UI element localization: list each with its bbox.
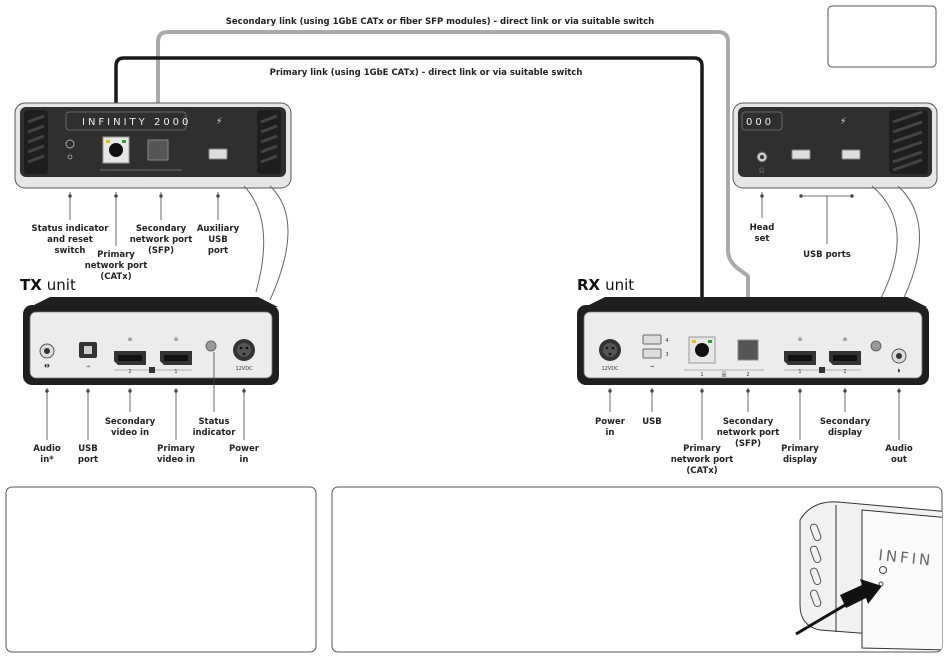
svg-text:3: 3 — [665, 352, 668, 358]
svg-text:⊜: ⊜ — [798, 337, 802, 343]
svg-text:2: 2 — [128, 369, 131, 375]
tx-status-indicator — [205, 340, 217, 352]
svg-text:⇝: ⇝ — [849, 166, 853, 172]
rx-usb-port-3 — [642, 348, 662, 359]
svg-text:4: 4 — [665, 338, 668, 344]
tx-brand-text: INFINITY 2000 — [82, 117, 191, 128]
primary-link-label: Primary link (using 1GbE CATx) - direct … — [270, 68, 583, 78]
rx-usb-ports-label: USB ports — [803, 250, 851, 260]
svg-text:🎧: 🎧 — [759, 167, 765, 174]
svg-text:12VDC: 12VDC — [235, 366, 253, 372]
svg-text:12VDC: 12VDC — [601, 366, 619, 372]
svg-text:⊜: ⊜ — [128, 337, 132, 343]
svg-text:2: 2 — [156, 172, 159, 178]
tx-usb-icon: ⇝ — [216, 166, 220, 172]
rx-primary-plug — [695, 343, 709, 357]
svg-text:2: 2 — [746, 372, 749, 378]
secondary-link-label: Secondary link (using 1GbE CATx or fiber… — [226, 17, 654, 27]
tx-aux-usb-port — [208, 148, 228, 160]
tx-network-icon: 品 — [134, 172, 139, 178]
svg-text:1: 1 — [174, 369, 177, 375]
rx-usb-label: USB — [642, 417, 662, 427]
inset-brand-text: INFIN — [878, 546, 935, 570]
tx-front-panel: INFINITY 2000 ⚡ 1 2 品 AUX ⇝ — [14, 102, 292, 189]
tx-adder-logo: ⚡ — [216, 117, 222, 127]
svg-text:⊜: ⊜ — [174, 337, 178, 343]
tx-status-led — [65, 139, 75, 149]
svg-text:品: 品 — [721, 372, 726, 378]
rx-front-usb-port-1 — [791, 149, 811, 160]
tx-aux-label: AUX — [213, 141, 224, 147]
svg-text:1: 1 — [114, 172, 117, 178]
rx-rear-panel: 12VDC 4 3 ⇝ 1 品 2 ⊜ 1 ⊜ 2 ◗ — [577, 297, 929, 385]
rx-front-usb-port-2 — [841, 149, 861, 160]
svg-text:⇝: ⇝ — [799, 166, 803, 172]
svg-text:1: 1 — [700, 372, 703, 378]
svg-text:⊜: ⊜ — [843, 337, 847, 343]
rx-status-indicator — [870, 340, 882, 352]
rx-brand-text: 000 — [746, 117, 774, 128]
notes-box-left — [5, 486, 317, 653]
svg-text:◗: ◗ — [898, 368, 901, 374]
rx-adder-logo: ⚡ — [840, 117, 846, 127]
reset-switch-inset: INFIN — [795, 501, 942, 651]
svg-text:2: 2 — [843, 369, 846, 375]
rx-front-panel: 000 ⚡ 🎧 1 ⇝ 2 ⇝ — [732, 102, 938, 189]
svg-text:1: 1 — [799, 142, 802, 148]
inset-press-arrow — [840, 579, 882, 608]
svg-text:2: 2 — [849, 142, 852, 148]
tx-rear-panel: ◖◗ ⇝ ⊜ 2 ⊜ 1 12VDC — [23, 297, 279, 385]
svg-text:◖◗: ◖◗ — [44, 363, 50, 369]
svg-text:⇝: ⇝ — [650, 364, 654, 370]
blank-box — [827, 5, 937, 68]
rx-usb-port-4 — [642, 334, 662, 345]
primary-link-cable — [114, 56, 704, 350]
svg-text:⇝: ⇝ — [86, 364, 90, 370]
tx-sfp-port — [147, 139, 169, 161]
svg-text:1: 1 — [798, 369, 801, 375]
secondary-link-cable — [156, 30, 750, 350]
rx-sfp-port — [737, 339, 759, 361]
tx-primary-plug — [109, 143, 123, 157]
